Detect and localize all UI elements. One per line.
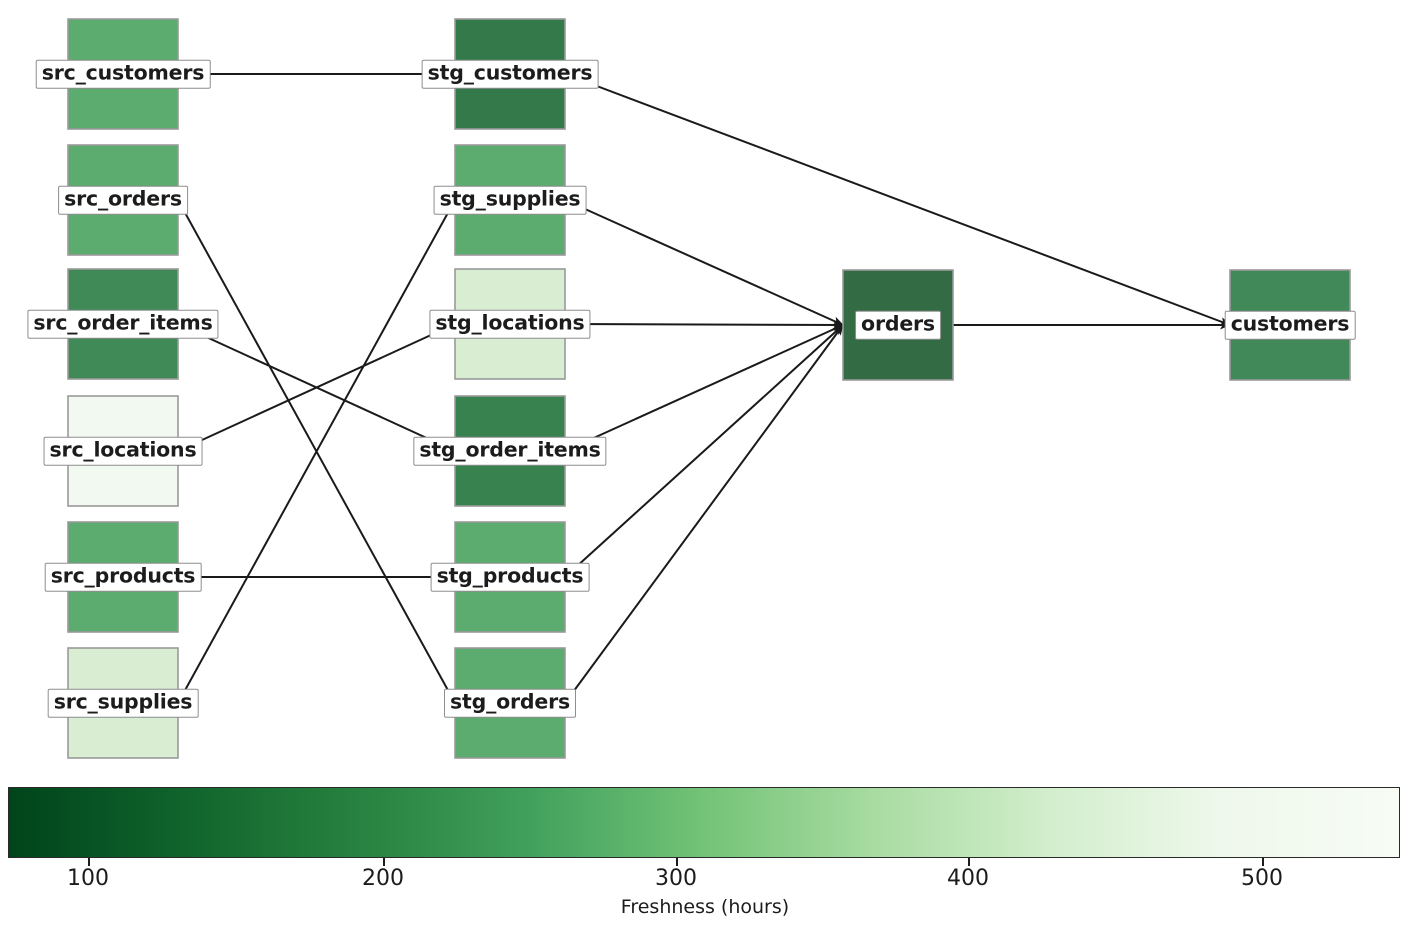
edge-stg_order_items-to-orders bbox=[564, 324, 844, 452]
node-label-src_customers[interactable]: src_customers bbox=[35, 59, 211, 89]
edge-src_supplies-to-stg_supplies bbox=[177, 199, 456, 704]
node-label-customers[interactable]: customers bbox=[1224, 310, 1356, 340]
colorbar-tick-label: 400 bbox=[947, 866, 989, 891]
colorbar-tick-label: 300 bbox=[655, 866, 697, 891]
edge-stg_locations-to-orders bbox=[564, 320, 844, 330]
nodes-layer bbox=[67, 18, 1351, 759]
edges-layer bbox=[177, 73, 1231, 704]
colorbar-tick-label: 200 bbox=[362, 866, 404, 891]
node-label-stg_products[interactable]: stg_products bbox=[430, 562, 590, 592]
edge-stg_orders-to-orders bbox=[564, 324, 844, 704]
node-label-src_locations[interactable]: src_locations bbox=[43, 436, 203, 466]
colorbar-tick-label: 500 bbox=[1241, 866, 1283, 891]
edge-stg_supplies-to-orders bbox=[564, 199, 844, 326]
colorbar-tick-label: 100 bbox=[67, 866, 109, 891]
colorbar[interactable] bbox=[8, 787, 1400, 858]
node-label-stg_order_items[interactable]: stg_order_items bbox=[413, 436, 607, 466]
node-label-orders[interactable]: orders bbox=[855, 310, 941, 340]
node-label-stg_orders[interactable]: stg_orders bbox=[443, 688, 577, 718]
node-label-stg_customers[interactable]: stg_customers bbox=[421, 59, 599, 89]
node-label-src_supplies[interactable]: src_supplies bbox=[47, 688, 199, 718]
colorbar-tick bbox=[1262, 858, 1264, 866]
colorbar-tick bbox=[968, 858, 970, 866]
node-label-src_order_items[interactable]: src_order_items bbox=[27, 309, 219, 339]
colorbar-tick bbox=[676, 858, 678, 866]
node-label-src_products[interactable]: src_products bbox=[44, 562, 202, 592]
colorbar-tick bbox=[88, 858, 90, 866]
colorbar-axis-label: Freshness (hours) bbox=[620, 896, 790, 918]
colorbar-tick bbox=[383, 858, 385, 866]
colorbar-gradient bbox=[8, 787, 1400, 858]
edge-stg_customers-to-customers bbox=[564, 73, 1231, 326]
node-label-src_orders[interactable]: src_orders bbox=[58, 185, 188, 215]
edge-src_locations-to-stg_locations bbox=[177, 323, 456, 452]
edge-stg_products-to-orders bbox=[564, 324, 844, 578]
node-label-stg_supplies[interactable]: stg_supplies bbox=[433, 185, 587, 215]
node-label-stg_locations[interactable]: stg_locations bbox=[429, 309, 591, 339]
